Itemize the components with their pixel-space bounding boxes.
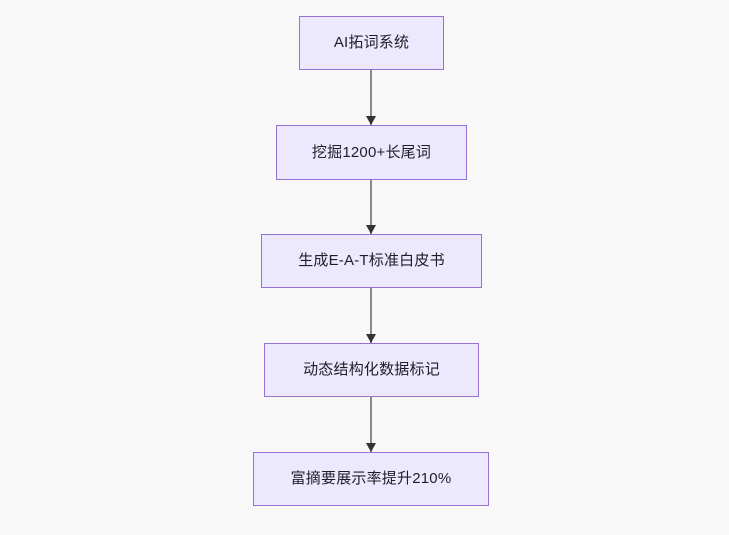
flowchart-node-structured-data-markup[interactable]: 动态结构化数据标记 (264, 343, 479, 397)
edge-node3-to-node4 (365, 288, 376, 343)
node-label: AI拓词系统 (333, 34, 410, 51)
arrowhead-icon (365, 443, 376, 452)
edge-line (370, 180, 372, 234)
node-label: 动态结构化数据标记 (303, 361, 440, 378)
flowchart-node-eat-whitepaper[interactable]: 生成E-A-T标准白皮书 (261, 234, 482, 288)
arrowhead-icon (365, 116, 376, 125)
edge-line (370, 70, 372, 125)
edge-node4-to-node5 (365, 397, 376, 452)
node-label: 富摘要展示率提升210% (290, 470, 452, 487)
edge-node2-to-node3 (365, 180, 376, 234)
edge-line (370, 288, 372, 343)
arrowhead-icon (365, 334, 376, 343)
flowchart-node-longtail-keywords[interactable]: 挖掘1200+长尾词 (276, 125, 467, 180)
edge-line (370, 397, 372, 452)
flowchart-node-ai-keyword-system[interactable]: AI拓词系统 (299, 16, 444, 70)
flowchart-node-rich-snippet-result[interactable]: 富摘要展示率提升210% (253, 452, 489, 506)
edge-node1-to-node2 (365, 70, 376, 125)
node-label: 生成E-A-T标准白皮书 (298, 252, 445, 269)
arrowhead-icon (365, 225, 376, 234)
node-label: 挖掘1200+长尾词 (311, 143, 432, 161)
